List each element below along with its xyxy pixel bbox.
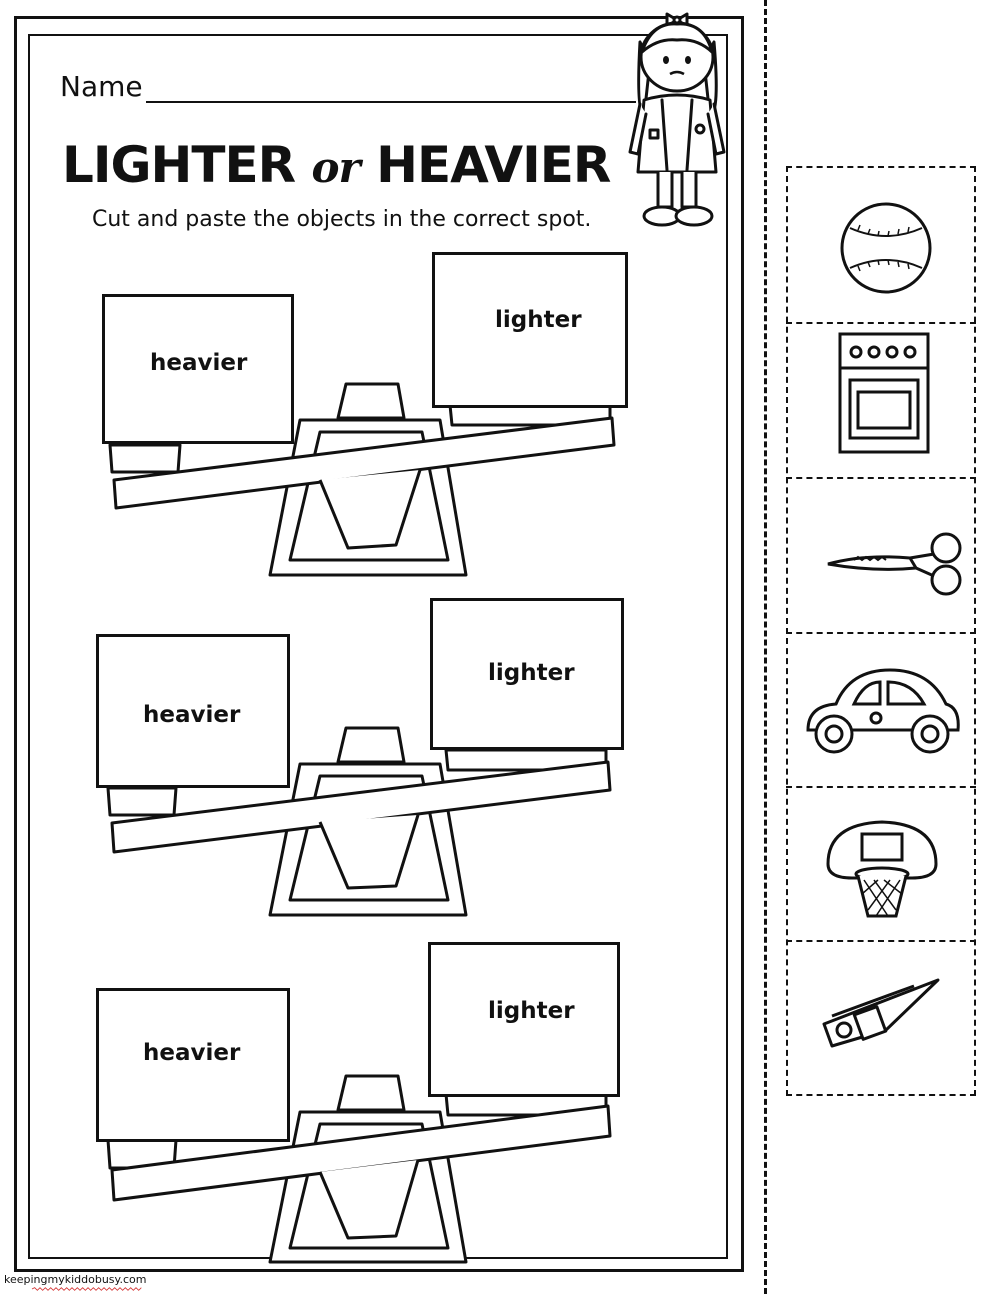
credit-text: keepingmykiddobusy.com [4, 1273, 147, 1286]
basketball-hoop-icon[interactable] [822, 818, 942, 922]
clothespin-icon[interactable] [818, 974, 946, 1050]
name-line[interactable] [146, 101, 636, 103]
lighter-label-2: lighter [488, 660, 575, 686]
title-heavier: HEAVIER [376, 136, 611, 194]
lighter-label-3: lighter [488, 998, 575, 1024]
heavier-box-1[interactable] [102, 294, 294, 444]
heavier-box-3[interactable] [96, 988, 290, 1142]
seesaw-2-icon [106, 726, 612, 917]
heavier-label-3: heavier [143, 1040, 241, 1066]
cut-line [764, 0, 767, 1294]
title-lighter: LIGHTER [62, 136, 296, 194]
credit-underline [31, 1287, 142, 1291]
seesaw-scales [106, 382, 616, 1264]
heavier-box-2[interactable] [96, 634, 290, 788]
seesaw-1-icon [108, 382, 616, 577]
lighter-box-2[interactable] [430, 598, 624, 750]
lighter-label-1: lighter [495, 307, 582, 333]
car-icon[interactable] [800, 660, 964, 760]
lighter-box-1[interactable] [432, 252, 628, 408]
title-or: or [311, 143, 361, 192]
cutout-divider [786, 477, 976, 479]
lighter-box-3[interactable] [428, 942, 620, 1097]
cutout-divider [786, 632, 976, 634]
cutout-divider [786, 940, 976, 942]
page-border-outer [14, 16, 744, 1272]
instructions: Cut and paste the objects in the correct… [92, 207, 592, 232]
heavier-label-1: heavier [150, 350, 248, 376]
baseball-icon[interactable] [838, 200, 934, 296]
seesaw-3-icon [106, 1074, 612, 1264]
heavier-label-2: heavier [143, 702, 241, 728]
cutout-column [786, 166, 976, 1096]
name-label: Name [60, 70, 143, 103]
cutout-divider [786, 786, 976, 788]
girl-illustration-icon [628, 12, 726, 227]
page-title: LIGHTER or HEAVIER [62, 136, 611, 194]
cutout-divider [786, 322, 976, 324]
stove-icon[interactable] [836, 330, 932, 458]
scissors-icon[interactable] [824, 528, 974, 600]
